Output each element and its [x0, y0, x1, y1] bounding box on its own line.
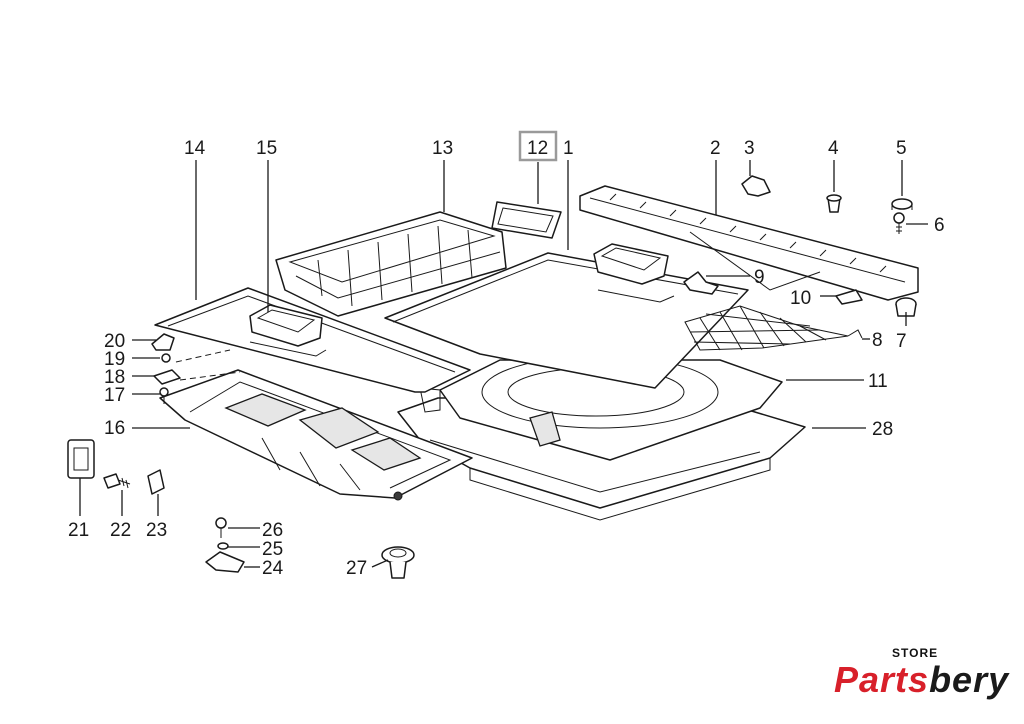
- part-12-label-plate: [491, 201, 562, 239]
- part-10-clip: [835, 289, 863, 305]
- callout-7: 7: [896, 331, 907, 352]
- callout-labels: 1 2 3 4 5 6 7 8 9 10 11 12 13 14 15 16 1…: [68, 138, 945, 579]
- logo-store-text: STORE: [892, 646, 939, 660]
- part-19-nut: [161, 353, 171, 363]
- callout-9: 9: [754, 267, 765, 288]
- part-17-bolt: [159, 387, 169, 404]
- callout-23: 23: [146, 520, 167, 541]
- callout-18: 18: [104, 367, 125, 388]
- part-15-handle: [249, 304, 327, 357]
- callout-15: 15: [256, 138, 277, 159]
- part-18-plate: [153, 369, 181, 385]
- callout-8: 8: [872, 330, 883, 351]
- callout-11: 11: [868, 371, 888, 392]
- partsbery-logo: STORE Partsbery: [834, 645, 1008, 705]
- callout-5: 5: [896, 138, 907, 159]
- callout-12: 12: [527, 138, 548, 159]
- part-5-cap: [891, 198, 913, 210]
- callout-4: 4: [828, 138, 839, 159]
- part-16-storage-tub: [159, 369, 473, 501]
- callout-28: 28: [872, 419, 893, 440]
- callout-27: 27: [346, 558, 367, 579]
- part-20-wedge: [151, 333, 175, 351]
- callout-26: 26: [262, 520, 283, 541]
- part-27-plug: [381, 546, 415, 579]
- callout-6: 6: [934, 215, 945, 236]
- callout-22: 22: [110, 520, 131, 541]
- logo-wordmark: Partsbery: [834, 659, 1009, 701]
- leader-lines: [79, 160, 928, 568]
- callout-1: 1: [563, 138, 574, 159]
- callout-19: 19: [104, 349, 125, 370]
- part-23-clip: [147, 469, 165, 495]
- callout-10: 10: [790, 288, 811, 309]
- callout-16: 16: [104, 418, 125, 439]
- callout-21: 21: [68, 520, 89, 541]
- floor-panel-handle: [593, 243, 675, 303]
- part-13-storage-tray: [275, 211, 507, 317]
- part-2-trim-strip: [579, 185, 919, 301]
- assembly-dash-line: [175, 349, 241, 381]
- callout-17: 17: [104, 385, 125, 406]
- part-4-rivet: [826, 194, 842, 213]
- part-26-bolt: [215, 517, 227, 538]
- callout-2: 2: [710, 138, 721, 159]
- callout-12-highlight-box: [518, 130, 558, 162]
- callout-14: 14: [184, 138, 206, 159]
- callout-25: 25: [262, 539, 283, 560]
- part-3-clip: [741, 175, 771, 197]
- part-22-screw: [103, 473, 131, 489]
- part-9-bracket: [683, 271, 719, 295]
- logo-brand-black: bery: [929, 659, 1010, 700]
- part-1-floor-panel: [384, 252, 749, 389]
- callout-13: 13: [432, 138, 453, 159]
- logo-brand-red: Parts: [834, 659, 930, 700]
- part-6-screw: [893, 212, 905, 234]
- part-24-bracket: [205, 551, 245, 573]
- callout-24: 24: [262, 558, 284, 579]
- part-8-cargo-net: [684, 305, 863, 351]
- callout-20: 20: [104, 331, 125, 352]
- callout-3: 3: [744, 138, 755, 159]
- part-25-washer: [217, 542, 229, 550]
- part-21-bezel: [67, 439, 95, 479]
